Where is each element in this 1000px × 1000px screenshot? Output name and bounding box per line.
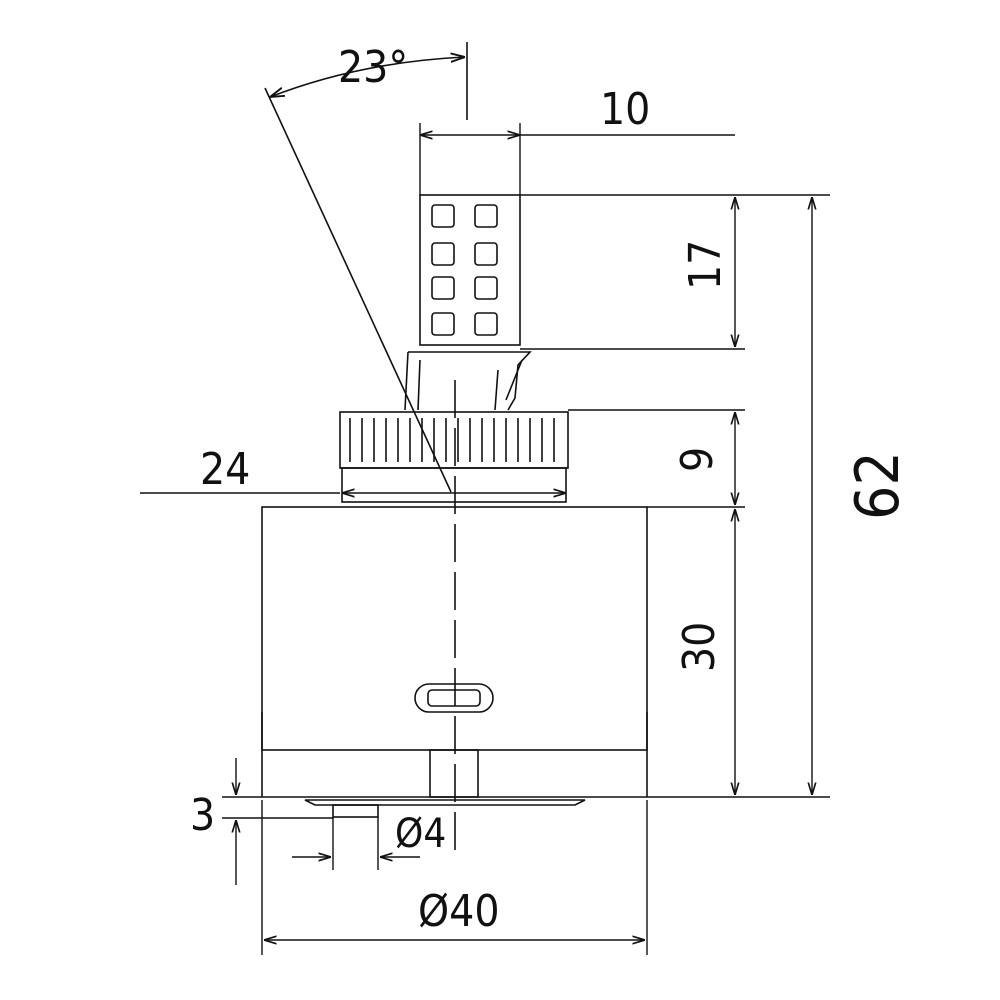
stem	[404, 194, 532, 411]
dim-collar-diameter-label: 24	[200, 444, 250, 495]
cartridge-base	[261, 749, 648, 818]
dim-stem-width-label: 10	[600, 84, 650, 135]
dim-body-diameter-label: Ø40	[418, 886, 500, 937]
dim-angle-label: 23°	[338, 42, 408, 93]
dim-base-offset-label: 3	[190, 790, 215, 841]
dim-total-height-label: 62	[843, 451, 913, 520]
dim-body-height-label: 30	[674, 622, 725, 672]
angle-arc	[270, 57, 465, 97]
cartridge-outline	[261, 42, 648, 860]
dim-collar-height-label: 9	[672, 447, 723, 472]
knurled-collar	[339, 411, 569, 503]
dim-pin-diameter-label: Ø4	[395, 811, 446, 857]
dimension-lines	[140, 123, 830, 955]
dim-stem-height-label: 17	[680, 240, 731, 290]
angle-line	[264, 87, 452, 493]
